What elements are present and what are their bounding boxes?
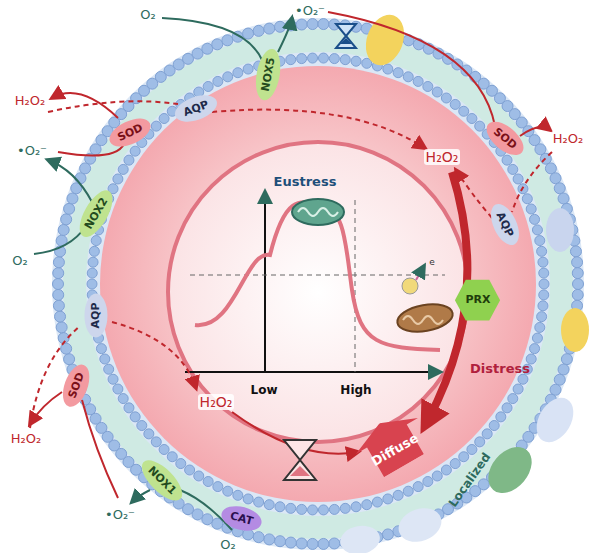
text-label: O₂: [10, 253, 29, 268]
aquaporin-channel: AQP: [85, 293, 108, 337]
node-label: NOX5: [259, 56, 278, 92]
text-label: High: [340, 383, 371, 397]
hourglass: [284, 24, 356, 480]
inset-circle: [168, 142, 468, 442]
text-label: H₂O₂: [13, 93, 47, 108]
text-label: H₂O₂: [424, 149, 461, 165]
text-label: Low: [251, 383, 278, 397]
text-label: •O₂⁻: [293, 3, 327, 18]
node-label: AQP: [90, 302, 103, 328]
text-label: •O₂⁻: [15, 143, 49, 158]
node-label: SOD: [65, 370, 86, 399]
node-label: SOD: [115, 121, 144, 144]
text-label: H₂O₂: [551, 131, 585, 146]
text-label: •O₂⁻: [103, 507, 137, 522]
node-label: CAT: [229, 509, 255, 528]
text-label: Eustress: [274, 174, 337, 189]
text-label: Distress: [470, 361, 530, 376]
lipid-heads: [53, 19, 584, 550]
reaction-arrows: [30, 12, 552, 530]
peroxiredoxin-hexagon: PRX: [454, 279, 501, 321]
text-label: e: [429, 257, 435, 267]
text-label: H₂O₂: [198, 394, 235, 410]
text-label: H₂O₂: [9, 431, 43, 446]
lipid-tails: [63, 29, 573, 539]
node-label: PRX: [465, 293, 490, 306]
stress-chart: [185, 192, 455, 372]
membrane-inner: [86, 52, 550, 516]
text-label: O₂: [138, 7, 157, 22]
text-label: O₂: [218, 537, 237, 552]
membrane-outer: [52, 18, 584, 550]
cytoplasm: [100, 66, 536, 502]
node-label: AQP: [182, 97, 211, 118]
